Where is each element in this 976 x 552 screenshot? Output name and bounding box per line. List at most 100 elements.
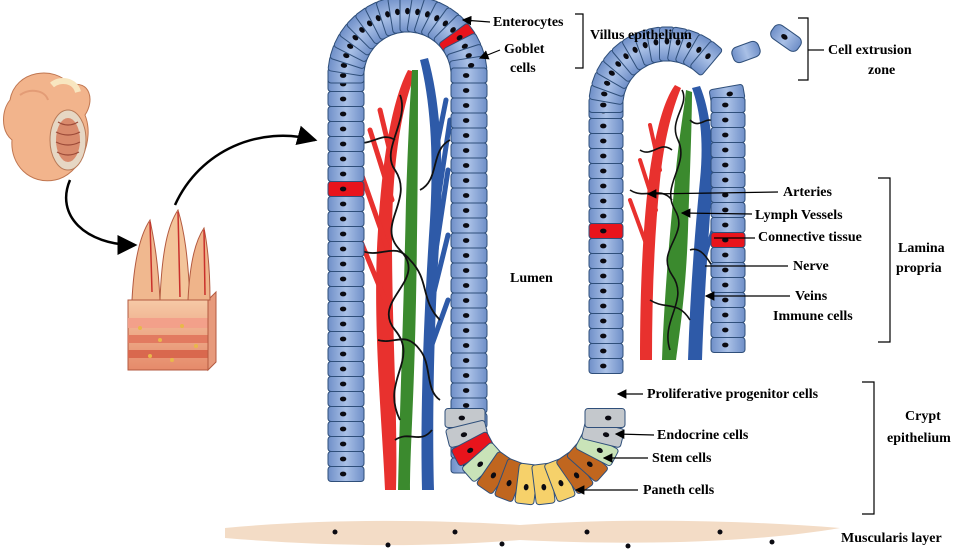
enterocyte-cell <box>451 278 487 293</box>
enterocyte-cell <box>589 239 623 254</box>
enterocyte-cell <box>328 227 364 242</box>
lamina-propria-label-line1: Lamina <box>898 241 945 256</box>
crypt-epithelium-label-line2: epithelium <box>887 431 951 446</box>
arteries-label: Arteries <box>783 185 833 200</box>
enterocyte-cell <box>328 302 364 317</box>
enterocyte-cell <box>711 158 745 173</box>
enterocyte-cell <box>451 83 487 98</box>
cell-extrusion-label-line1: Cell extrusion <box>828 43 912 58</box>
enterocyte-cell <box>328 377 364 392</box>
enterocyte-cell <box>328 137 364 152</box>
crypt-epithelium-label-line1: Crypt <box>905 409 941 424</box>
enterocyte-cell <box>451 188 487 203</box>
enterocyte-cell <box>328 107 364 122</box>
cell-extrusion-bracket <box>798 18 808 80</box>
enterocyte-cell <box>451 113 487 128</box>
zoom-arrow-2 <box>175 136 315 205</box>
enterocyte-cell <box>451 353 487 368</box>
enterocyte-cell <box>451 308 487 323</box>
goblet-cell <box>711 233 745 248</box>
enterocyte-cell <box>589 179 623 194</box>
extruded-cells <box>730 22 804 64</box>
enterocyte-cell <box>328 467 364 482</box>
enterocyte-cell <box>328 167 364 182</box>
enterocyte-cell <box>589 254 623 269</box>
enterocyte-cell <box>711 248 745 263</box>
enterocyte-cell <box>451 293 487 308</box>
enterocyte-cell <box>589 314 623 329</box>
enterocyte-cell <box>589 284 623 299</box>
enterocyte-cell <box>711 188 745 203</box>
enterocyte-cell <box>589 299 623 314</box>
enterocyte-cell <box>451 143 487 158</box>
crypt-epithelium-bracket <box>862 382 874 514</box>
enterocyte-cell <box>451 158 487 173</box>
enterocyte-cell <box>711 218 745 233</box>
enterocyte-cell <box>589 194 623 209</box>
enterocyte-cell <box>451 173 487 188</box>
enterocyte-cell <box>711 338 745 353</box>
enterocyte-cell <box>711 203 745 218</box>
enterocyte-cell <box>451 98 487 113</box>
enterocyte-cell <box>711 323 745 338</box>
enterocyte-cell <box>328 437 364 452</box>
enterocyte-cell <box>711 278 745 293</box>
vein-vessel <box>688 86 713 360</box>
enterocyte-cell <box>328 332 364 347</box>
enterocyte-cell <box>589 164 623 179</box>
enterocyte-cell <box>589 209 623 224</box>
enterocyte-cell <box>328 452 364 467</box>
paneth-cells-label: Paneth cells <box>643 483 715 498</box>
stem-cells-label: Stem cells <box>652 451 712 466</box>
enterocyte-cell <box>711 143 745 158</box>
enterocyte-cell <box>711 173 745 188</box>
goblet-cell <box>328 182 364 197</box>
enterocyte-cell <box>328 422 364 437</box>
enterocyte-cell <box>451 203 487 218</box>
enterocyte-cell <box>328 272 364 287</box>
enterocyte-cell <box>711 113 745 128</box>
enterocyte-cell <box>711 98 745 113</box>
muscularis-label: Muscularis layer <box>841 531 942 546</box>
lamina-propria-bracket <box>878 178 890 342</box>
veins-label: Veins <box>795 289 828 304</box>
villus-epithelium-label: Villus epithelium <box>590 28 692 43</box>
enterocyte-cell <box>451 218 487 233</box>
lamina-propria-label-line2: propria <box>896 261 942 276</box>
progenitor-cell <box>585 409 625 428</box>
enterocyte-cell <box>451 248 487 263</box>
enterocyte-cell <box>328 92 364 107</box>
enterocyte-cell <box>451 323 487 338</box>
enterocyte-cell <box>328 122 364 137</box>
enterocyte-cell <box>328 212 364 227</box>
enterocyte-cell <box>328 362 364 377</box>
intestinal-wall-block <box>128 210 216 370</box>
right-villus-lamina-propria <box>630 85 722 360</box>
enterocytes-label: Enterocytes <box>493 15 564 30</box>
goblet-cell <box>589 224 623 239</box>
enterocyte-cell <box>451 383 487 398</box>
enterocyte-cell <box>711 128 745 143</box>
enterocyte-cell <box>328 197 364 212</box>
enterocyte-cell <box>711 308 745 323</box>
enterocyte-cell <box>328 347 364 362</box>
enterocyte-cell <box>711 263 745 278</box>
enterocyte-cell <box>589 134 623 149</box>
enterocyte-cell <box>451 68 487 83</box>
enterocyte-cell <box>451 338 487 353</box>
enterocyte-cell <box>589 344 623 359</box>
enterocyte-cell <box>451 368 487 383</box>
immune-cells-label: Immune cells <box>773 309 853 324</box>
lumen-label: Lumen <box>510 271 553 286</box>
enterocyte-cell <box>451 233 487 248</box>
left-villus-lamina-propria <box>350 58 450 490</box>
enterocyte-cell <box>589 269 623 284</box>
enterocyte-cell <box>328 392 364 407</box>
lymph-vessels-label: Lymph Vessels <box>755 208 843 223</box>
enterocyte-cell <box>328 152 364 167</box>
enterocyte-cell <box>589 149 623 164</box>
enterocyte-cell <box>328 407 364 422</box>
enterocytes-pointer <box>463 20 490 22</box>
small-intestine-illustration <box>4 73 91 181</box>
